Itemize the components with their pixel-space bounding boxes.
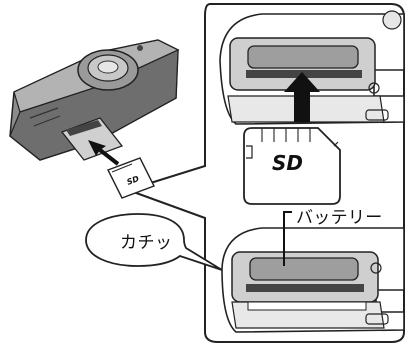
sd-card-large: SD [244,128,340,204]
bottom-slot-view [222,228,404,332]
sd-logo: SD [272,151,303,175]
battery-label: バッテリー [296,203,383,228]
battery [250,258,358,280]
top-slot-view [220,11,404,124]
click-sound-text: カチッ [120,228,173,253]
